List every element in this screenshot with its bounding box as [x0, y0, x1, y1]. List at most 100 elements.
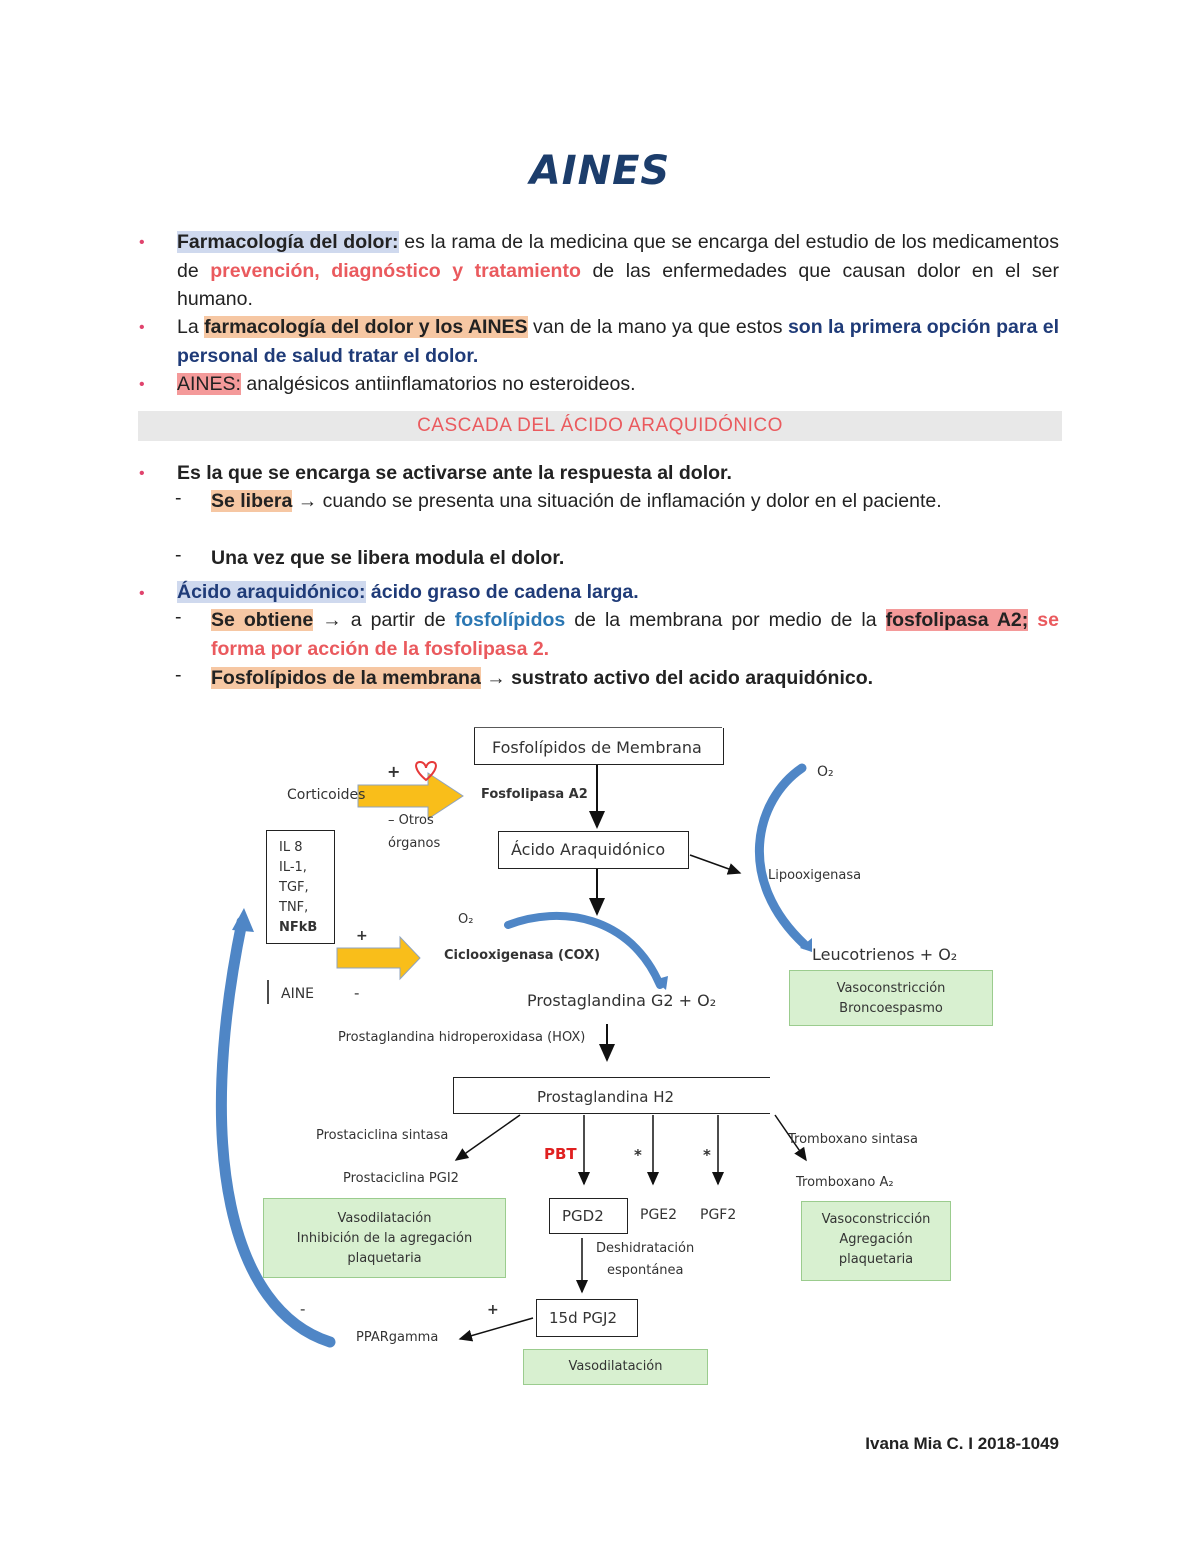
label-tromboxano-sintasa: Tromboxano sintasa: [788, 1132, 918, 1147]
text: de la membrana por medio de la: [565, 609, 886, 631]
box-pgd2: [549, 1198, 628, 1234]
author-signature: Ivana Mia C. I 2018-1049: [865, 1434, 1059, 1453]
sub-se-obtiene: Se obtiene → a partir de fosfolípidos de…: [211, 606, 1059, 663]
effect-line: Vasodilatación: [337, 1211, 432, 1226]
box-acido: [498, 831, 689, 869]
sub-modula: Una vez que se libera modula el dolor.: [211, 547, 565, 569]
label-o2-top: O₂: [817, 764, 834, 780]
plus-sign: +: [387, 762, 401, 781]
il-item: NFkB: [279, 920, 318, 935]
label-otros: – Otros: [388, 813, 434, 828]
dash: -: [175, 487, 182, 509]
label-pg-g2: Prostaglandina G2 + O₂: [527, 991, 717, 1010]
page-title: AINES: [529, 148, 671, 194]
label-lipooxigenasa: Lipooxigenasa: [768, 868, 862, 883]
effect-line: Vasoconstricción: [821, 1212, 931, 1227]
term-acido: Ácido araquidónico:: [177, 581, 366, 603]
effect-line: Agregación: [839, 1232, 913, 1247]
dash: -: [175, 544, 182, 566]
label-prostaciclina-pgi2: Prostaciclina PGI2: [343, 1171, 459, 1186]
label-leucotrienos: Leucotrienos + O₂: [812, 945, 958, 964]
label-organos: órganos: [388, 836, 441, 851]
bullet-aines-def: AINES: analgésicos antiinflamatorios no …: [177, 370, 1059, 399]
sub-se-libera: Se libera → cuando se presenta una situa…: [211, 487, 1059, 516]
bullet-farmacologia: Farmacología del dolor: es la rama de la…: [177, 228, 1059, 314]
teal-text: fosfolípidos: [454, 609, 566, 631]
effect-line: Vasoconstricción: [836, 981, 946, 996]
star: *: [703, 1146, 711, 1164]
term-farmacologia: Farmacología del dolor:: [177, 231, 399, 253]
plus-sign: +: [356, 928, 368, 944]
section-heading: CASCADA DEL ÁCIDO ARAQUIDÓNICO: [138, 411, 1062, 441]
effect-line: plaquetaria: [838, 1252, 914, 1267]
box-il-list: [266, 830, 335, 944]
term-fosfolipasa: fosfolipasa A2;: [885, 609, 1029, 631]
sub-fosfolipidos: Fosfolípidos de la membrana → sustrato a…: [211, 664, 1059, 693]
il-item: IL 8: [279, 840, 303, 855]
plus-sign: +: [487, 1302, 499, 1318]
label-tromboxano-a2: Tromboxano A₂: [796, 1175, 894, 1190]
term-aines: AINES:: [177, 373, 241, 395]
text: → cuando se presenta una situación de in…: [292, 490, 942, 512]
text: analgésicos antiinflamatorios no esteroi…: [240, 373, 636, 395]
label-pbt: PBT: [544, 1145, 577, 1163]
label-deshidratacion: Deshidratación: [596, 1241, 695, 1256]
text: → sustrato activo del acido araquidónico…: [480, 667, 874, 689]
effect-line: Inhibición de la agregación: [296, 1231, 473, 1246]
il-list: IL 8 IL-1, TGF, TNF, NFkB: [279, 838, 317, 938]
label-fosfolipasa: Fosfolipasa A2: [481, 787, 588, 802]
bullet-dot: •: [139, 319, 145, 336]
il-item: TGF,: [279, 880, 309, 895]
term-fosfolipidos: Fosfolípidos de la membrana: [211, 667, 481, 689]
red-text: se forma por acción de la fosfolipasa 2.: [211, 609, 1059, 660]
box-pg-h2: [453, 1077, 770, 1114]
term-farmacologia-aines: farmacología del dolor y los AINES: [204, 316, 528, 338]
il-item: IL-1,: [279, 860, 307, 875]
effect-box-vasoconstriccion: Vasoconstricción Agregación plaquetaria: [801, 1201, 951, 1281]
bullet-dot: •: [139, 465, 145, 482]
text: La: [177, 316, 205, 338]
label-o2-mid: O₂: [458, 912, 474, 927]
label-pg-h2: Prostaglandina H2: [537, 1088, 675, 1106]
label-hox: Prostaglandina hidroperoxidasa (HOX): [338, 1030, 586, 1045]
label-fosfolipidos: Fosfolípidos de Membrana: [492, 738, 702, 757]
star: *: [634, 1146, 642, 1164]
highlight-red-text: prevención, diagnóstico y tratamiento: [210, 259, 581, 282]
bullet-dot: •: [139, 376, 145, 393]
navy-text: son la primera opción para el personal d…: [177, 316, 1059, 367]
effect-box-vasodil: Vasodilatación: [523, 1349, 708, 1385]
text: → a partir de: [313, 609, 455, 631]
term-se-obtiene: Se obtiene: [211, 609, 314, 631]
label-corticoides: Corticoides: [287, 787, 366, 803]
label-prostaciclina-sintasa: Prostaciclina sintasa: [316, 1128, 449, 1143]
label-pgf2: PGF2: [700, 1207, 737, 1223]
bullet-acido: Ácido araquidónico: ácido graso de caden…: [177, 578, 1059, 607]
label-cox: Ciclooxigenasa (COX): [444, 948, 601, 963]
label-acido: Ácido Araquidónico: [511, 840, 666, 859]
minus-sign: -: [354, 984, 360, 1002]
text: van de la mano ya que estos: [527, 316, 788, 338]
dash: -: [175, 606, 182, 628]
effect-box-bronco: Vasoconstricción Broncoespasmo: [789, 970, 993, 1026]
label-pge2: PGE2: [640, 1207, 678, 1223]
label-pgd2: PGD2: [562, 1207, 604, 1225]
dash: -: [175, 664, 182, 686]
minus-sign: -: [300, 1300, 306, 1318]
navy-text: ácido graso de cadena larga.: [365, 581, 639, 603]
il-item: TNF,: [279, 900, 309, 915]
box-fosfolipidos: [474, 728, 724, 765]
bullet-aines-relacion: La farmacología del dolor y los AINES va…: [177, 313, 1059, 370]
text: de las enfermedades que causan dolor en …: [177, 259, 1060, 311]
bullet-dot: •: [139, 585, 145, 602]
effect-box-vasodilatacion: Vasodilatación Inhibición de la agregaci…: [263, 1198, 506, 1278]
term-se-libera: Se libera: [211, 490, 293, 512]
effect-line: Broncoespasmo: [839, 1001, 943, 1016]
label-ppar: PPARgamma: [356, 1330, 439, 1345]
text: es la rama de la medicina que se encarga…: [177, 231, 1059, 282]
bullet-cascada: Es la que se encarga se activarse ante l…: [177, 462, 732, 484]
bullet-dot: •: [139, 234, 145, 251]
effect-line: plaquetaria: [347, 1251, 422, 1266]
label-pgj2: 15d PGJ2: [549, 1309, 618, 1327]
label-aine: AINE: [281, 986, 315, 1002]
